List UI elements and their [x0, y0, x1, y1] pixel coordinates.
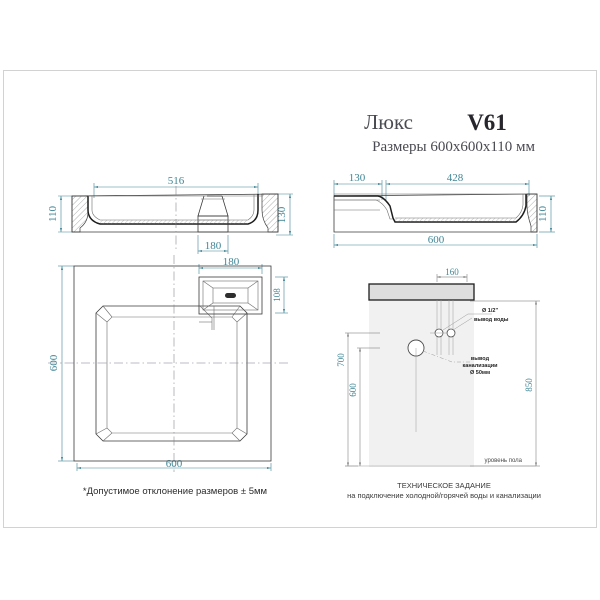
- dim-130-right: 130: [276, 193, 293, 236]
- dim-600-plan-v: 600: [48, 265, 74, 462]
- drain-label-2: канализации: [463, 363, 498, 369]
- water-outlet-label-1: Ø 1/2": [482, 308, 498, 314]
- sheet-border: [3, 70, 597, 528]
- floor-level-label: уровень пола: [485, 458, 523, 464]
- dim-428-label: 428: [447, 172, 464, 184]
- dim-516-label: 516: [168, 175, 185, 187]
- tap-hole: [225, 293, 236, 298]
- dim-600-side-label: 600: [428, 234, 445, 246]
- installation-diagram: 160 Ø 1/2" вывод воды вывод ка: [336, 267, 541, 500]
- dim-130-side: 130: [333, 172, 383, 200]
- basin-front-profile: [71, 193, 279, 233]
- water-outlet-label-2: вывод воды: [474, 317, 509, 323]
- dim-108-plan: 108: [272, 276, 288, 314]
- drain-label-3: Ø 50мм: [470, 370, 490, 376]
- leader-drain: вывод канализации Ø 50мм: [422, 350, 498, 376]
- dim-110-left: 110: [47, 195, 75, 233]
- dim-180-plan: 180: [198, 256, 263, 274]
- water-outlets: [430, 328, 456, 338]
- dim-110-left-label: 110: [47, 205, 59, 222]
- dim-180-front-label: 180: [205, 240, 222, 252]
- dim-110-side-label: 110: [537, 205, 549, 222]
- dim-600-install-label: 600: [348, 383, 358, 397]
- tolerance-note: *Допустимое отклонение размеров ± 5мм: [83, 486, 267, 497]
- dim-130-right-label: 130: [276, 206, 288, 223]
- dim-180-front: 180: [197, 235, 229, 254]
- plan-inner-bowl: [95, 305, 248, 442]
- plan-view: 180 108 600 600: [48, 255, 290, 497]
- side-section-view: 130 428 110: [333, 172, 555, 248]
- dim-180-plan-label: 180: [223, 256, 240, 268]
- wall-area: [369, 290, 474, 467]
- front-section-view: 516 110 130: [47, 175, 293, 254]
- leader-water: Ø 1/2" вывод воды: [442, 308, 509, 331]
- install-title-line2: на подключение холодной/горячей воды и к…: [347, 491, 541, 500]
- dimensions-label: Размеры 600x600x110 мм: [372, 139, 535, 155]
- dim-108-plan-label: 108: [272, 288, 282, 302]
- dim-130-side-label: 130: [349, 172, 366, 184]
- plan-faucet-deck: [198, 276, 263, 315]
- plan-faucet-bridge: [199, 305, 215, 330]
- drain-label-1: вывод: [471, 356, 490, 362]
- drain-outlet: [407, 339, 425, 432]
- dim-850: 850: [470, 300, 540, 467]
- dim-850-label: 850: [524, 378, 534, 392]
- water-outlet-hot: [446, 328, 456, 338]
- dim-160-label: 160: [445, 267, 459, 277]
- basin-side-profile: [333, 193, 538, 233]
- product-line-label: Люкс: [364, 110, 413, 134]
- dim-600-install: 600: [348, 347, 380, 466]
- title-block: Люкс V61 Размеры 600x600x110 мм: [364, 110, 535, 155]
- model-label: V61: [467, 110, 507, 135]
- dim-110-side: 110: [537, 195, 555, 233]
- dim-428: 428: [385, 172, 530, 200]
- install-title-line1: ТЕХНИЧЕСКОЕ ЗАДАНИЕ: [397, 481, 491, 490]
- counter-block: [368, 283, 475, 301]
- dim-160: 160: [436, 267, 468, 282]
- plan-outer-body: [73, 265, 272, 462]
- dim-600-side: 600: [333, 234, 538, 248]
- dim-700-label: 700: [336, 353, 346, 367]
